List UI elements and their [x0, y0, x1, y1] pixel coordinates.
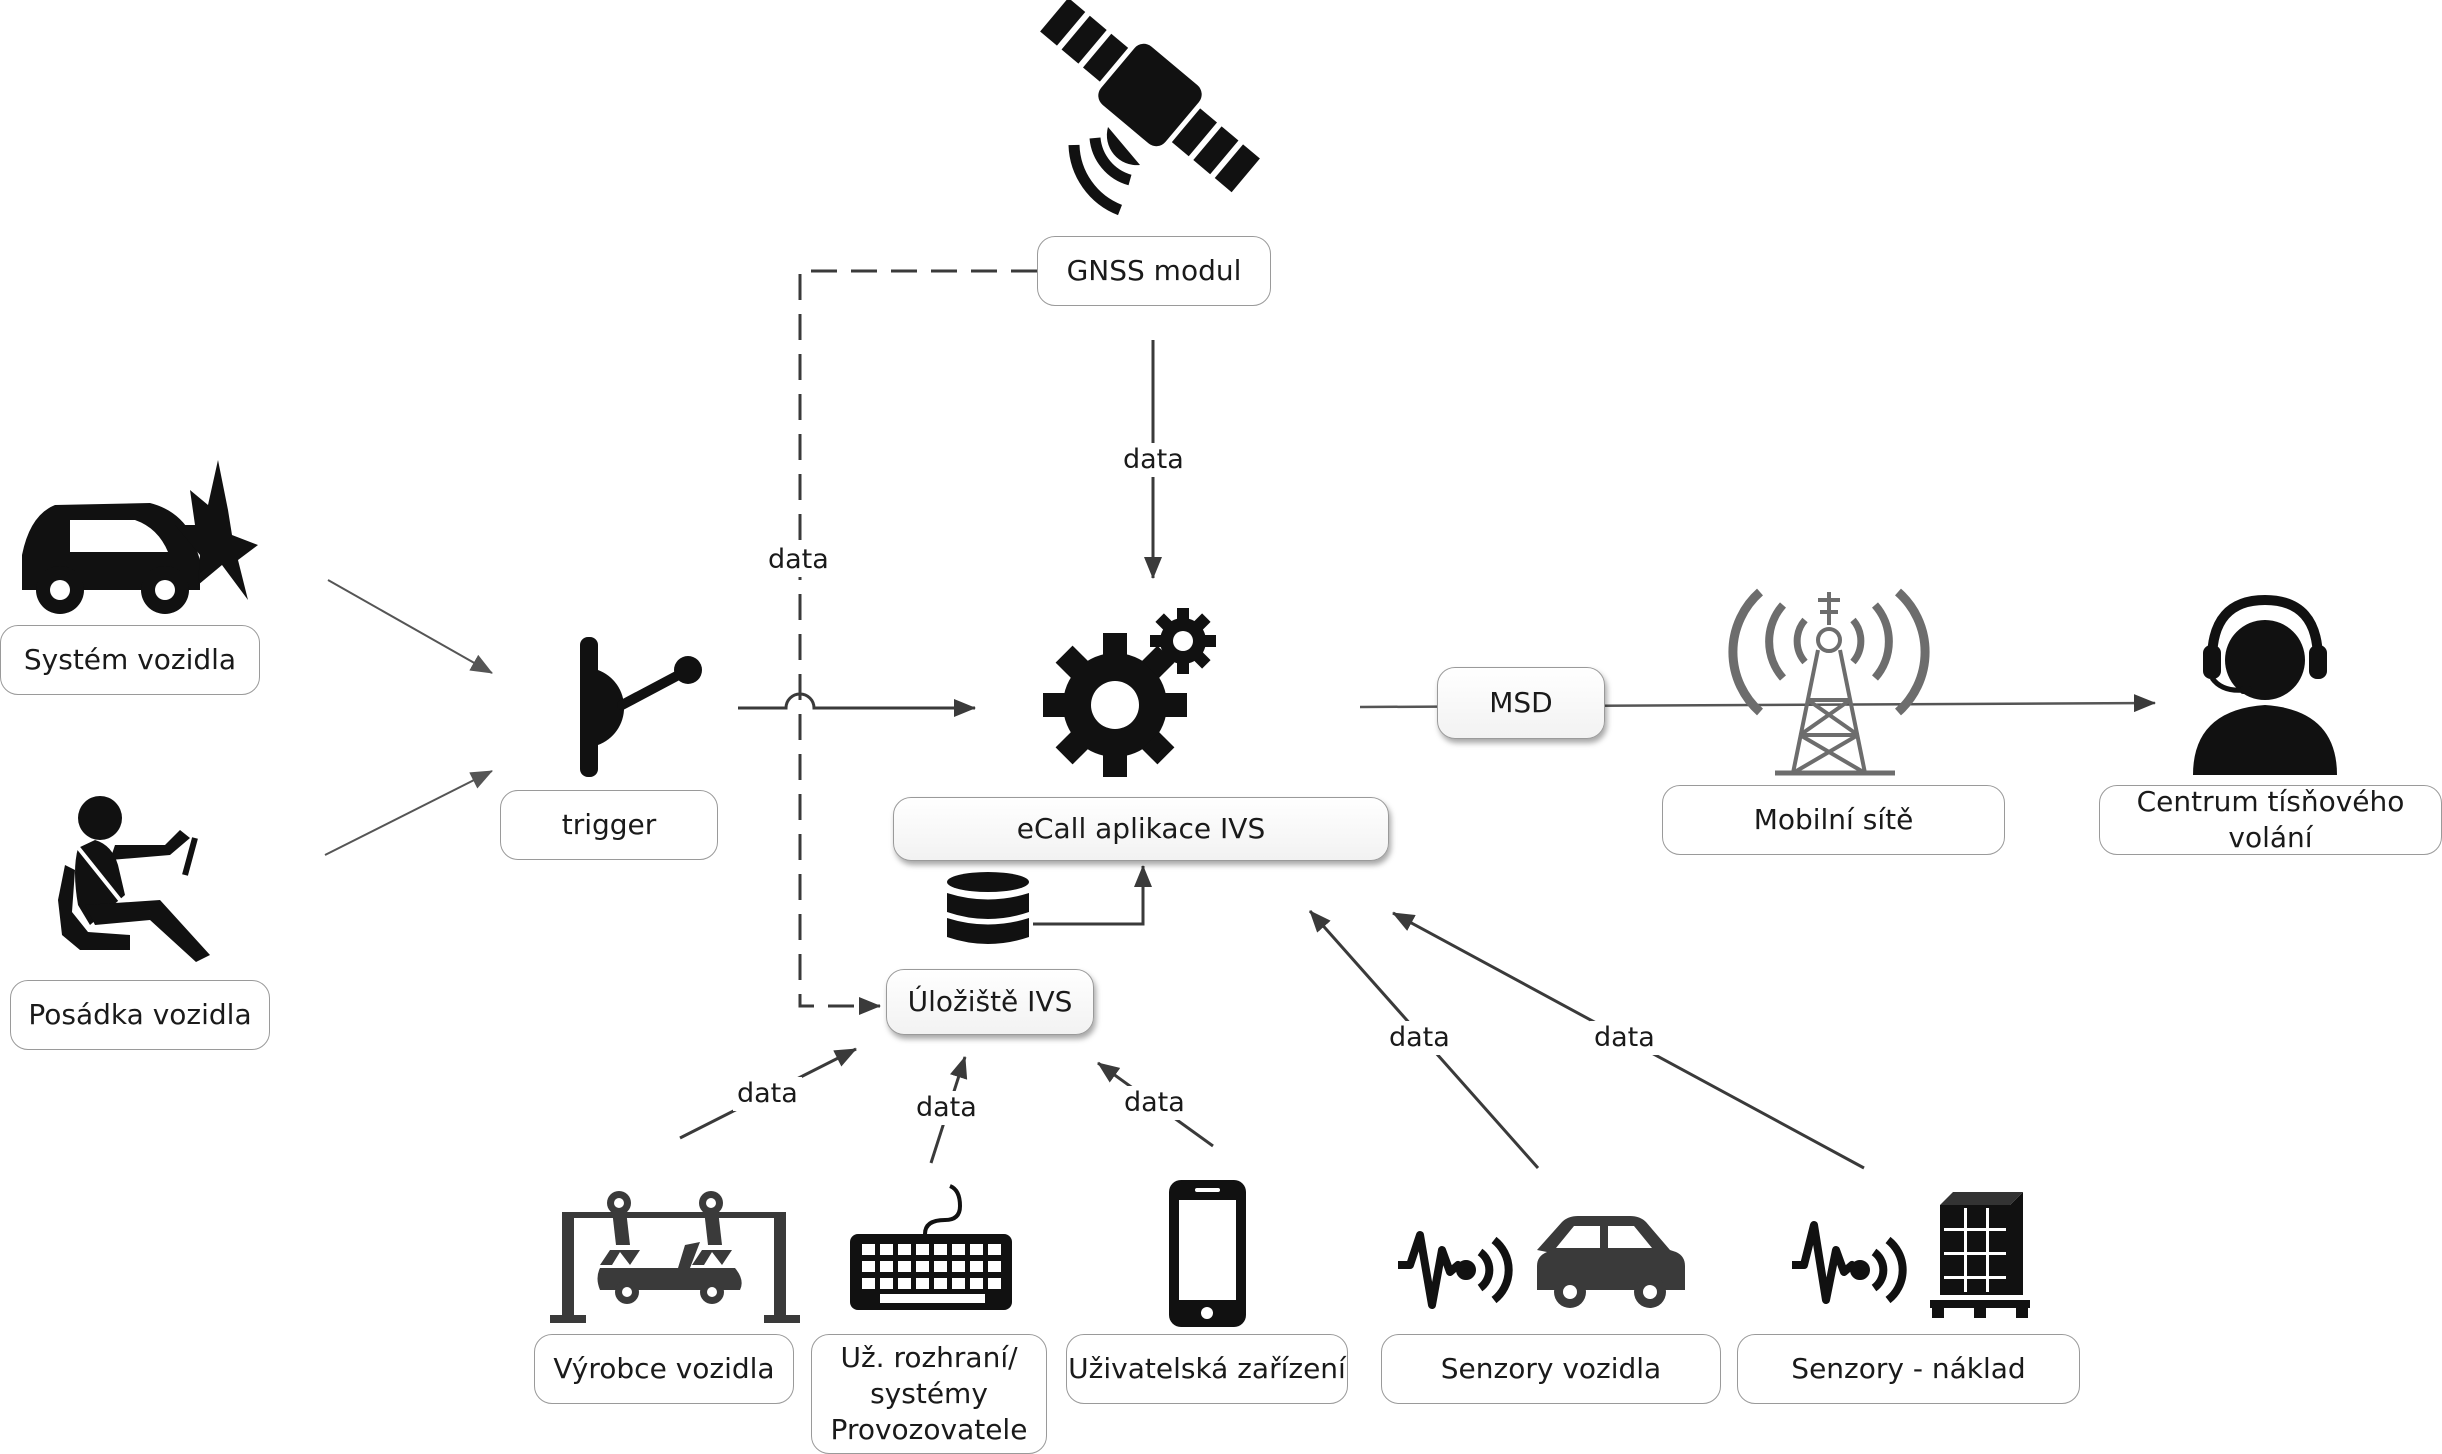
cell-tower-icon [1728, 588, 1930, 776]
node-ecall-app[interactable]: eCall aplikace IVS [893, 797, 1389, 861]
keyboard-icon [850, 1184, 1012, 1310]
node-gnss-label: GNSS modul [1066, 254, 1242, 287]
node-cargo-sensors[interactable]: Senzory - náklad [1737, 1334, 2080, 1404]
node-storage[interactable]: Úložiště IVS [886, 969, 1094, 1035]
edge-trigger-ecall [738, 692, 976, 717]
edge-label-vehicle-sensors-ecall: data [1385, 1021, 1454, 1055]
node-system-vehicle[interactable]: Systém vozidla [0, 625, 260, 695]
node-vehicle-sensors[interactable]: Senzory vozidla [1381, 1334, 1721, 1404]
node-crew-label: Posádka vozidla [28, 998, 252, 1031]
car-icon [1537, 1216, 1685, 1308]
satellite-icon [1040, 0, 1260, 216]
seated-passenger-icon [58, 796, 210, 962]
node-center-label-2: volání [2228, 821, 2313, 854]
trigger-lever-icon [580, 637, 702, 777]
database-icon [947, 872, 1029, 944]
node-trigger-label: trigger [561, 808, 657, 841]
node-operator-label-1: Už. rozhraní/ [840, 1341, 1018, 1374]
edge-label-cargo-sensors-ecall: data [1590, 1021, 1659, 1055]
node-storage-label: Úložiště IVS [907, 985, 1073, 1018]
node-manufacturer-label: Výrobce vozidla [553, 1352, 775, 1385]
robot-factory-icon [550, 1191, 800, 1323]
node-trigger[interactable]: trigger [500, 790, 718, 860]
operator-headset-icon [2193, 594, 2337, 775]
node-vehicle-sensors-label: Senzory vozidla [1440, 1352, 1662, 1385]
node-center-label-1: Centrum tísňového [2136, 785, 2405, 818]
gears-icon [1043, 608, 1216, 777]
node-gnss-module[interactable]: GNSS modul [1037, 236, 1271, 306]
node-user-devices[interactable]: Uživatelská zařízení [1066, 1334, 1348, 1404]
node-operator-interface[interactable]: Už. rozhraní/ systémy Provozovatele [811, 1334, 1047, 1454]
node-operator-label-2: systémy [870, 1377, 988, 1410]
edge-system-trigger [327, 579, 493, 674]
node-cargo-sensors-label: Senzory - náklad [1791, 1352, 2026, 1385]
edge-crew-trigger [324, 770, 493, 856]
sensor-wave-icon [1398, 1231, 1513, 1309]
edge-label-gnss-ecall: data [1119, 443, 1188, 477]
cargo-pallet-icon [1930, 1192, 2030, 1318]
edge-label-manufacturer-storage: data [733, 1077, 802, 1111]
node-operator-label-3: Provozovatele [830, 1413, 1028, 1446]
node-msd[interactable]: MSD [1437, 667, 1605, 739]
node-manufacturer[interactable]: Výrobce vozidla [534, 1334, 794, 1404]
node-system-label: Systém vozidla [23, 643, 237, 676]
node-mobile-networks[interactable]: Mobilní sítě [1662, 785, 2005, 855]
node-msd-label: MSD [1489, 686, 1553, 719]
edge-database-ecall [1033, 865, 1152, 926]
node-mobile-label: Mobilní sítě [1753, 803, 1914, 836]
node-crew-vehicle[interactable]: Posádka vozidla [10, 980, 270, 1050]
node-emergency-center[interactable]: Centrum tísňového volání [2099, 785, 2442, 855]
node-user-devices-label: Uživatelská zařízení [1068, 1352, 1346, 1385]
edge-label-gnss-storage: data [764, 543, 833, 577]
edge-label-devices-storage: data [1120, 1086, 1189, 1120]
edge-label-operator-storage: data [912, 1091, 981, 1125]
smartphone-icon [1169, 1180, 1246, 1327]
crashed-car-icon [22, 460, 258, 614]
edge-gnss-storage [798, 269, 1037, 1015]
node-ecall-label: eCall aplikace IVS [1016, 812, 1266, 845]
sensor-wave-icon [1792, 1221, 1907, 1304]
